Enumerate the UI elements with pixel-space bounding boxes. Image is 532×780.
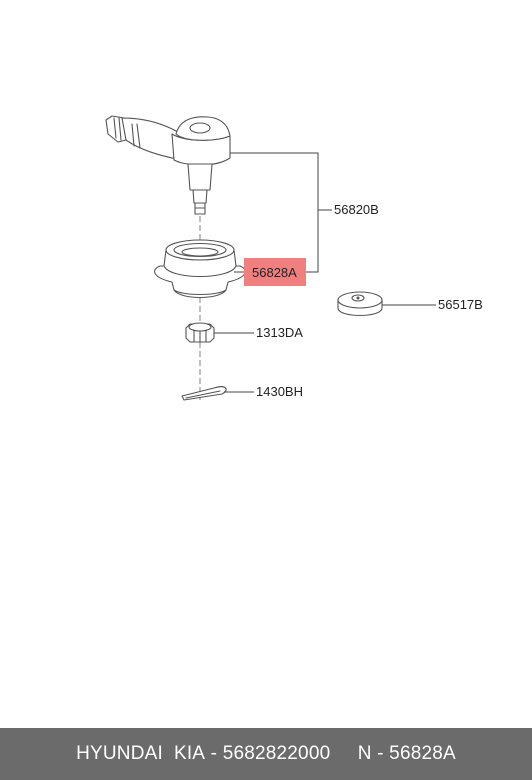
washer-drawing: [337, 291, 383, 317]
footer-gap: [330, 743, 357, 765]
footer-separator: -: [205, 743, 223, 764]
footer-banner: HYUNDAI KIA - 5682822000 N - 56828A: [0, 728, 532, 780]
label-cotter-pin: 1430BH: [256, 384, 303, 399]
cotter-pin-drawing: [181, 386, 227, 401]
footer-brand: HYUNDAI KIA: [76, 743, 206, 764]
dust-cover-drawing: [154, 239, 246, 299]
footer-part-number: 5682822000: [222, 743, 331, 764]
tie-rod-end-drawing: [105, 115, 231, 215]
leader-assembly: [230, 152, 319, 273]
label-nut: 1313DA: [256, 325, 303, 340]
footer-oem-code: N - 56828A: [357, 743, 456, 764]
highlight-box: [244, 258, 306, 286]
label-washer: 56517B: [438, 297, 483, 312]
castle-nut-drawing: [185, 322, 215, 343]
label-dust-cover: 56828A: [252, 265, 297, 280]
label-assembly: 56820B: [334, 202, 379, 217]
parts-diagram: 56820B 56828A 56517B 1313DA 1430BH: [105, 115, 483, 401]
